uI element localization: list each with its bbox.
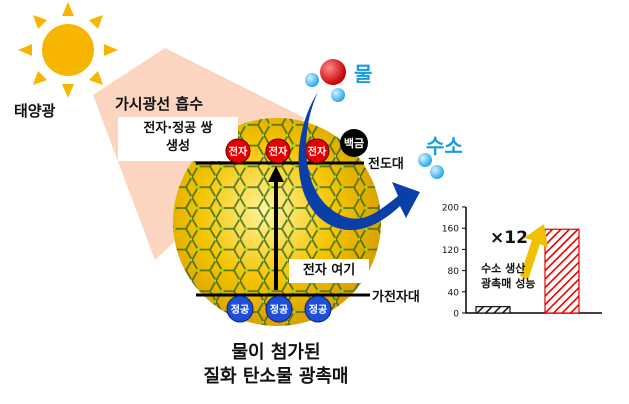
y-tick-label: 120 [442,246,459,256]
bar-2 [544,228,580,314]
water-molecule-icon [305,59,346,102]
hole-label: 정공 [309,303,327,316]
chart-axes: 0 40 80 120 160 200 [442,204,602,320]
hole-label: 정공 [270,303,288,316]
water-label: 물 [354,62,373,86]
sunlight-label: 태양광 [14,102,56,120]
electron-excitation-box: 전자 여기 [289,259,369,283]
conduction-band-label: 전도대 [368,157,404,172]
electron-1 [225,138,251,164]
y-tick-label: 160 [442,225,459,235]
performance-up-arrow [520,224,548,280]
caption-line-1: 물이 첨가된 [231,342,321,363]
bar-1 [475,306,511,314]
sun-icon [18,2,118,98]
y-tick-label: 40 [448,288,460,298]
hole-2 [265,295,293,323]
reaction-arrow [298,92,420,231]
pair-line-2: 생성 [166,139,190,154]
electron-label: 전자 [229,145,248,158]
annotation-line-2: 광촉매 성능 [481,276,535,290]
multiplier-annotation: ×12 [490,228,528,248]
hydrogen-molecule-icon [418,153,444,179]
chart-bars [475,228,580,314]
pair-generation-box: 전자·정공 쌍 생성 [118,117,238,161]
platinum-label: 백금 [344,136,364,150]
excitation-arrow-head [268,166,284,182]
electron-label: 전자 [308,145,327,158]
valence-band-label: 가전자대 [372,290,420,305]
hole-1 [226,295,254,323]
electron-2 [265,138,291,164]
y-tick-label: 0 [453,310,459,320]
annotation-line-1: 수소 생산 [481,261,525,275]
hole-label: 정공 [231,303,249,316]
hydrogen-label: 수소 [426,134,463,158]
hole-3 [304,295,332,323]
y-tick-label: 200 [442,204,459,214]
visible-absorb-label: 가시광선 흡수 [115,95,204,113]
y-tick-label: 80 [448,267,460,277]
platinum-particle [340,129,368,157]
pair-line-1: 전자·정공 쌍 [143,121,213,136]
caption-line-2: 질화 탄소물 광촉매 [203,366,349,387]
electron-label: 전자 [269,145,288,158]
